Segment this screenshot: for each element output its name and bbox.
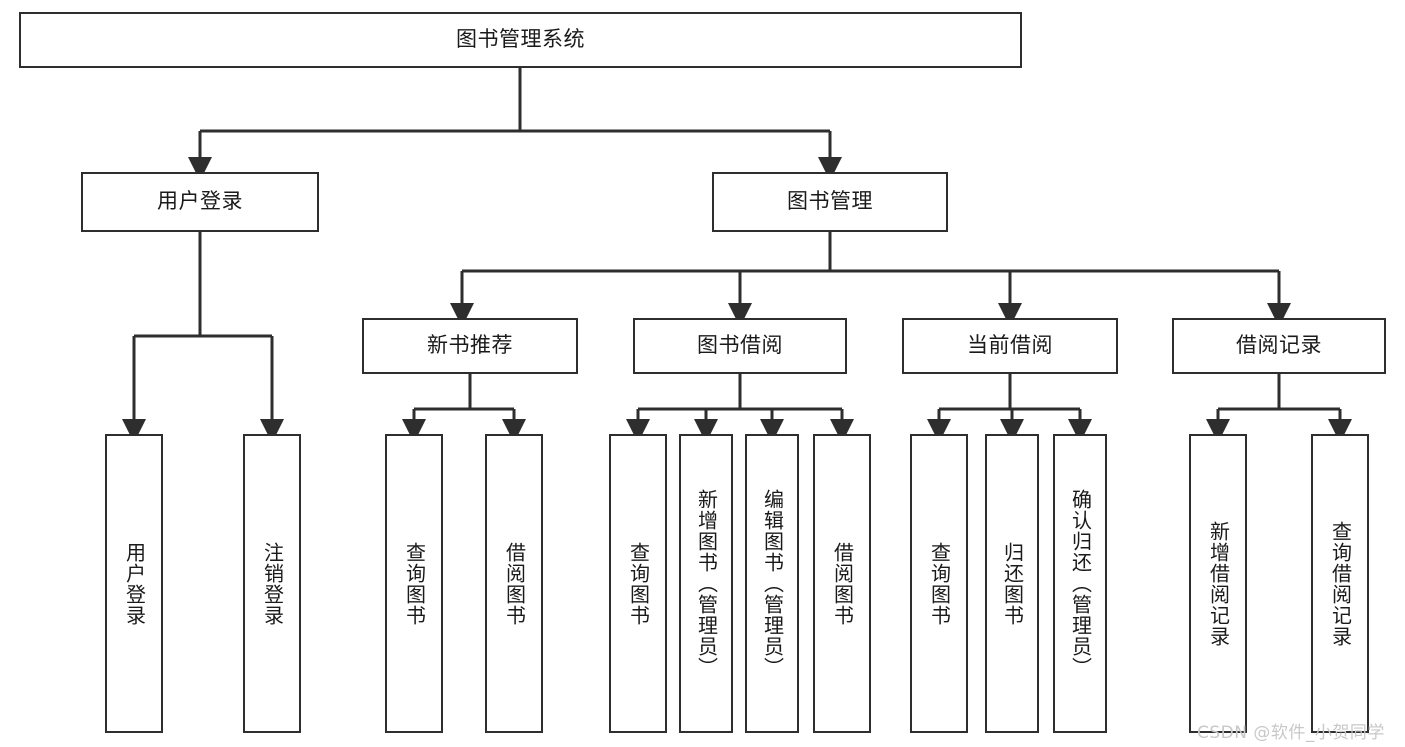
node-leaf-br-add[interactable]: 新增借阅记录	[1189, 434, 1247, 733]
node-leaf-br-query[interactable]: 查询借阅记录	[1311, 434, 1369, 733]
node-book-manage[interactable]: 图书管理	[712, 172, 948, 232]
node-leaf-rec-query-label: 查询图书	[402, 541, 427, 626]
node-leaf-user-logout-label: 注销登录	[260, 541, 285, 626]
node-leaf-rec-borrow-label: 借阅图书	[502, 541, 527, 626]
node-leaf-br-query-label: 查询借阅记录	[1328, 520, 1353, 647]
node-leaf-bb-edit[interactable]: 编辑图书（管理员）	[745, 434, 799, 733]
node-leaf-user-login-label: 用户登录	[122, 541, 147, 626]
node-leaf-bb-add[interactable]: 新增图书（管理员）	[679, 434, 733, 733]
node-borrow-record[interactable]: 借阅记录	[1172, 318, 1386, 374]
node-leaf-cb-confirm[interactable]: 确认归还（管理员）	[1053, 434, 1107, 733]
node-leaf-bb-borrow-label: 借阅图书	[830, 541, 855, 626]
node-book-borrow[interactable]: 图书借阅	[633, 318, 847, 374]
node-leaf-cb-query-label: 查询图书	[927, 541, 952, 626]
node-leaf-bb-borrow[interactable]: 借阅图书	[813, 434, 871, 733]
node-current-borrow-label: 当前借阅	[967, 333, 1053, 358]
node-leaf-bb-add-label: 新增图书（管理员）	[694, 489, 719, 678]
node-borrow-record-label: 借阅记录	[1236, 333, 1322, 358]
node-leaf-br-add-label: 新增借阅记录	[1206, 520, 1231, 647]
node-leaf-cb-query[interactable]: 查询图书	[910, 434, 968, 733]
node-current-borrow[interactable]: 当前借阅	[902, 318, 1118, 374]
node-book-borrow-label: 图书借阅	[697, 333, 783, 358]
node-leaf-rec-borrow[interactable]: 借阅图书	[485, 434, 543, 733]
csdn-watermark: CSDN @软件_小贺同学	[1197, 723, 1385, 743]
node-new-book-rec-label: 新书推荐	[427, 333, 513, 358]
node-leaf-cb-return-label: 归还图书	[1000, 541, 1025, 626]
node-leaf-user-login[interactable]: 用户登录	[105, 434, 163, 733]
node-root-label: 图书管理系统	[456, 27, 585, 52]
node-new-book-rec[interactable]: 新书推荐	[362, 318, 578, 374]
node-user-login[interactable]: 用户登录	[81, 172, 319, 232]
node-leaf-rec-query[interactable]: 查询图书	[385, 434, 443, 733]
node-user-login-label: 用户登录	[157, 189, 243, 214]
node-leaf-bb-query-label: 查询图书	[626, 541, 651, 626]
node-leaf-cb-confirm-label: 确认归还（管理员）	[1068, 489, 1093, 678]
node-leaf-user-logout[interactable]: 注销登录	[243, 434, 301, 733]
node-leaf-cb-return[interactable]: 归还图书	[985, 434, 1039, 733]
node-leaf-bb-edit-label: 编辑图书（管理员）	[760, 489, 785, 678]
node-book-manage-label: 图书管理	[787, 189, 873, 214]
node-leaf-bb-query[interactable]: 查询图书	[609, 434, 667, 733]
node-root[interactable]: 图书管理系统	[19, 12, 1022, 68]
